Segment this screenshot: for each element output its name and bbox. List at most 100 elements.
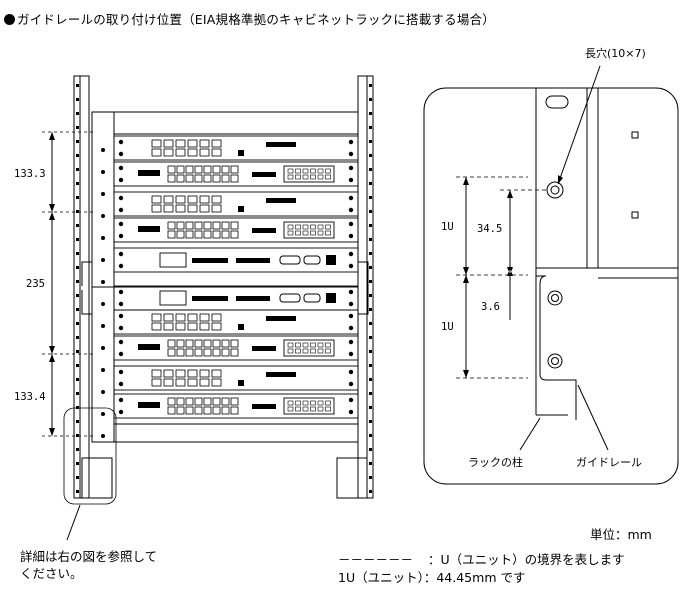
post-hole bbox=[369, 224, 372, 227]
module-unit bbox=[113, 309, 359, 335]
module-unit bbox=[113, 247, 359, 273]
post-hole bbox=[76, 84, 79, 87]
post-hole bbox=[369, 448, 372, 451]
post-hole bbox=[76, 322, 79, 325]
post-hole bbox=[76, 448, 79, 451]
post-hole bbox=[369, 238, 372, 241]
post-hole bbox=[76, 154, 79, 157]
post-hole bbox=[369, 252, 372, 255]
post-hole bbox=[369, 336, 372, 339]
guide-rail-outline bbox=[536, 275, 577, 420]
unit-note: 単位：mm bbox=[590, 527, 652, 542]
post-hole bbox=[76, 378, 79, 381]
post-hole bbox=[76, 364, 79, 367]
post-hole bbox=[369, 322, 372, 325]
page-title: ガイドレールの取り付け位置（EIA規格準拠のキャビネットラックに搭載する場合） bbox=[4, 9, 495, 28]
dim-label-34-5: 34.5 bbox=[477, 223, 502, 235]
post-hole bbox=[369, 182, 372, 185]
legend-1u: 1U（ユニット）：44.45mm です bbox=[338, 570, 526, 585]
bracket-screw bbox=[101, 258, 105, 262]
square-hole-1 bbox=[631, 131, 639, 139]
post-holes bbox=[76, 84, 372, 493]
slot-leader-line bbox=[557, 65, 601, 185]
bracket-screw bbox=[101, 214, 105, 218]
module-unit bbox=[113, 135, 359, 161]
post-hole bbox=[76, 350, 79, 353]
module-units bbox=[113, 135, 359, 419]
post-hole bbox=[76, 140, 79, 143]
square-hole-2 bbox=[631, 211, 639, 219]
chassis-left-bracket bbox=[91, 111, 115, 443]
post-hole bbox=[369, 462, 372, 465]
post-hole bbox=[369, 98, 372, 101]
slot-hole-main bbox=[546, 181, 564, 199]
detail-note-line1: 詳細は右の図を参照して bbox=[20, 549, 158, 564]
post-hole bbox=[369, 84, 372, 87]
chassis-frame bbox=[91, 111, 359, 443]
module-unit bbox=[113, 285, 359, 311]
rail-detail-view bbox=[423, 65, 679, 485]
dim-label-3-6: 3.6 bbox=[481, 301, 500, 313]
slot-leader-arrow bbox=[558, 175, 563, 184]
rail-hole-upper-inner bbox=[551, 294, 559, 302]
unit-label-upper: 1U bbox=[441, 221, 454, 233]
guide-rail-right-bottom bbox=[336, 457, 368, 499]
post-hole bbox=[76, 98, 79, 101]
module-unit bbox=[113, 365, 359, 391]
dim-arrowheads bbox=[49, 132, 55, 436]
post-hole bbox=[76, 280, 79, 283]
post-hole bbox=[369, 140, 372, 143]
post-hole bbox=[76, 266, 79, 269]
post-hole bbox=[76, 112, 79, 115]
post-hole bbox=[369, 196, 372, 199]
post-hole bbox=[76, 252, 79, 255]
module-unit bbox=[113, 393, 359, 419]
post-hole bbox=[369, 406, 372, 409]
detail-frame bbox=[423, 87, 679, 485]
chassis-top-plate bbox=[113, 111, 359, 135]
bracket-screw bbox=[101, 346, 105, 350]
post-hole bbox=[76, 196, 79, 199]
post-hole bbox=[76, 224, 79, 227]
rail-leader-line bbox=[577, 384, 609, 451]
bracket-screw bbox=[101, 170, 105, 174]
post-hole bbox=[76, 392, 79, 395]
post-hole bbox=[369, 434, 372, 437]
post-hole bbox=[369, 168, 372, 171]
post-hole bbox=[76, 308, 79, 311]
bracket-screw bbox=[101, 390, 105, 394]
post-hole bbox=[369, 154, 372, 157]
post-hole bbox=[76, 182, 79, 185]
slot-hole-top bbox=[545, 95, 569, 109]
legend-boundary: ：U（ユニット）の境界を表します bbox=[428, 552, 625, 567]
bracket-screw bbox=[101, 324, 105, 328]
post-hole bbox=[76, 238, 79, 241]
post-hole bbox=[369, 280, 372, 283]
module-unit bbox=[113, 191, 359, 217]
rail-hole-lower bbox=[547, 353, 563, 369]
bracket-screw bbox=[101, 236, 105, 240]
dim-label-133-4: 133.4 bbox=[14, 391, 46, 403]
detail-leader-line bbox=[66, 504, 81, 541]
legend-dash: －－－－－－ bbox=[338, 552, 414, 567]
bracket-screw bbox=[101, 412, 105, 416]
post-hole bbox=[369, 378, 372, 381]
post-hole bbox=[369, 294, 372, 297]
slot-hole-main-inner bbox=[550, 185, 560, 195]
post-hole bbox=[369, 210, 372, 213]
rail-hole-lower-inner bbox=[551, 357, 559, 365]
post-hole bbox=[76, 168, 79, 171]
bracket-screw bbox=[101, 434, 105, 438]
post-hole bbox=[369, 420, 372, 423]
post-hole bbox=[76, 420, 79, 423]
post-hole bbox=[369, 350, 372, 353]
post-hole bbox=[369, 112, 372, 115]
post-hole bbox=[76, 210, 79, 213]
slot-label: 長穴(10×7) bbox=[585, 46, 646, 60]
post-hole bbox=[76, 406, 79, 409]
module-unit bbox=[113, 217, 359, 243]
post-hole bbox=[369, 126, 372, 129]
post-hole bbox=[76, 126, 79, 129]
bracket-screw bbox=[101, 302, 105, 306]
